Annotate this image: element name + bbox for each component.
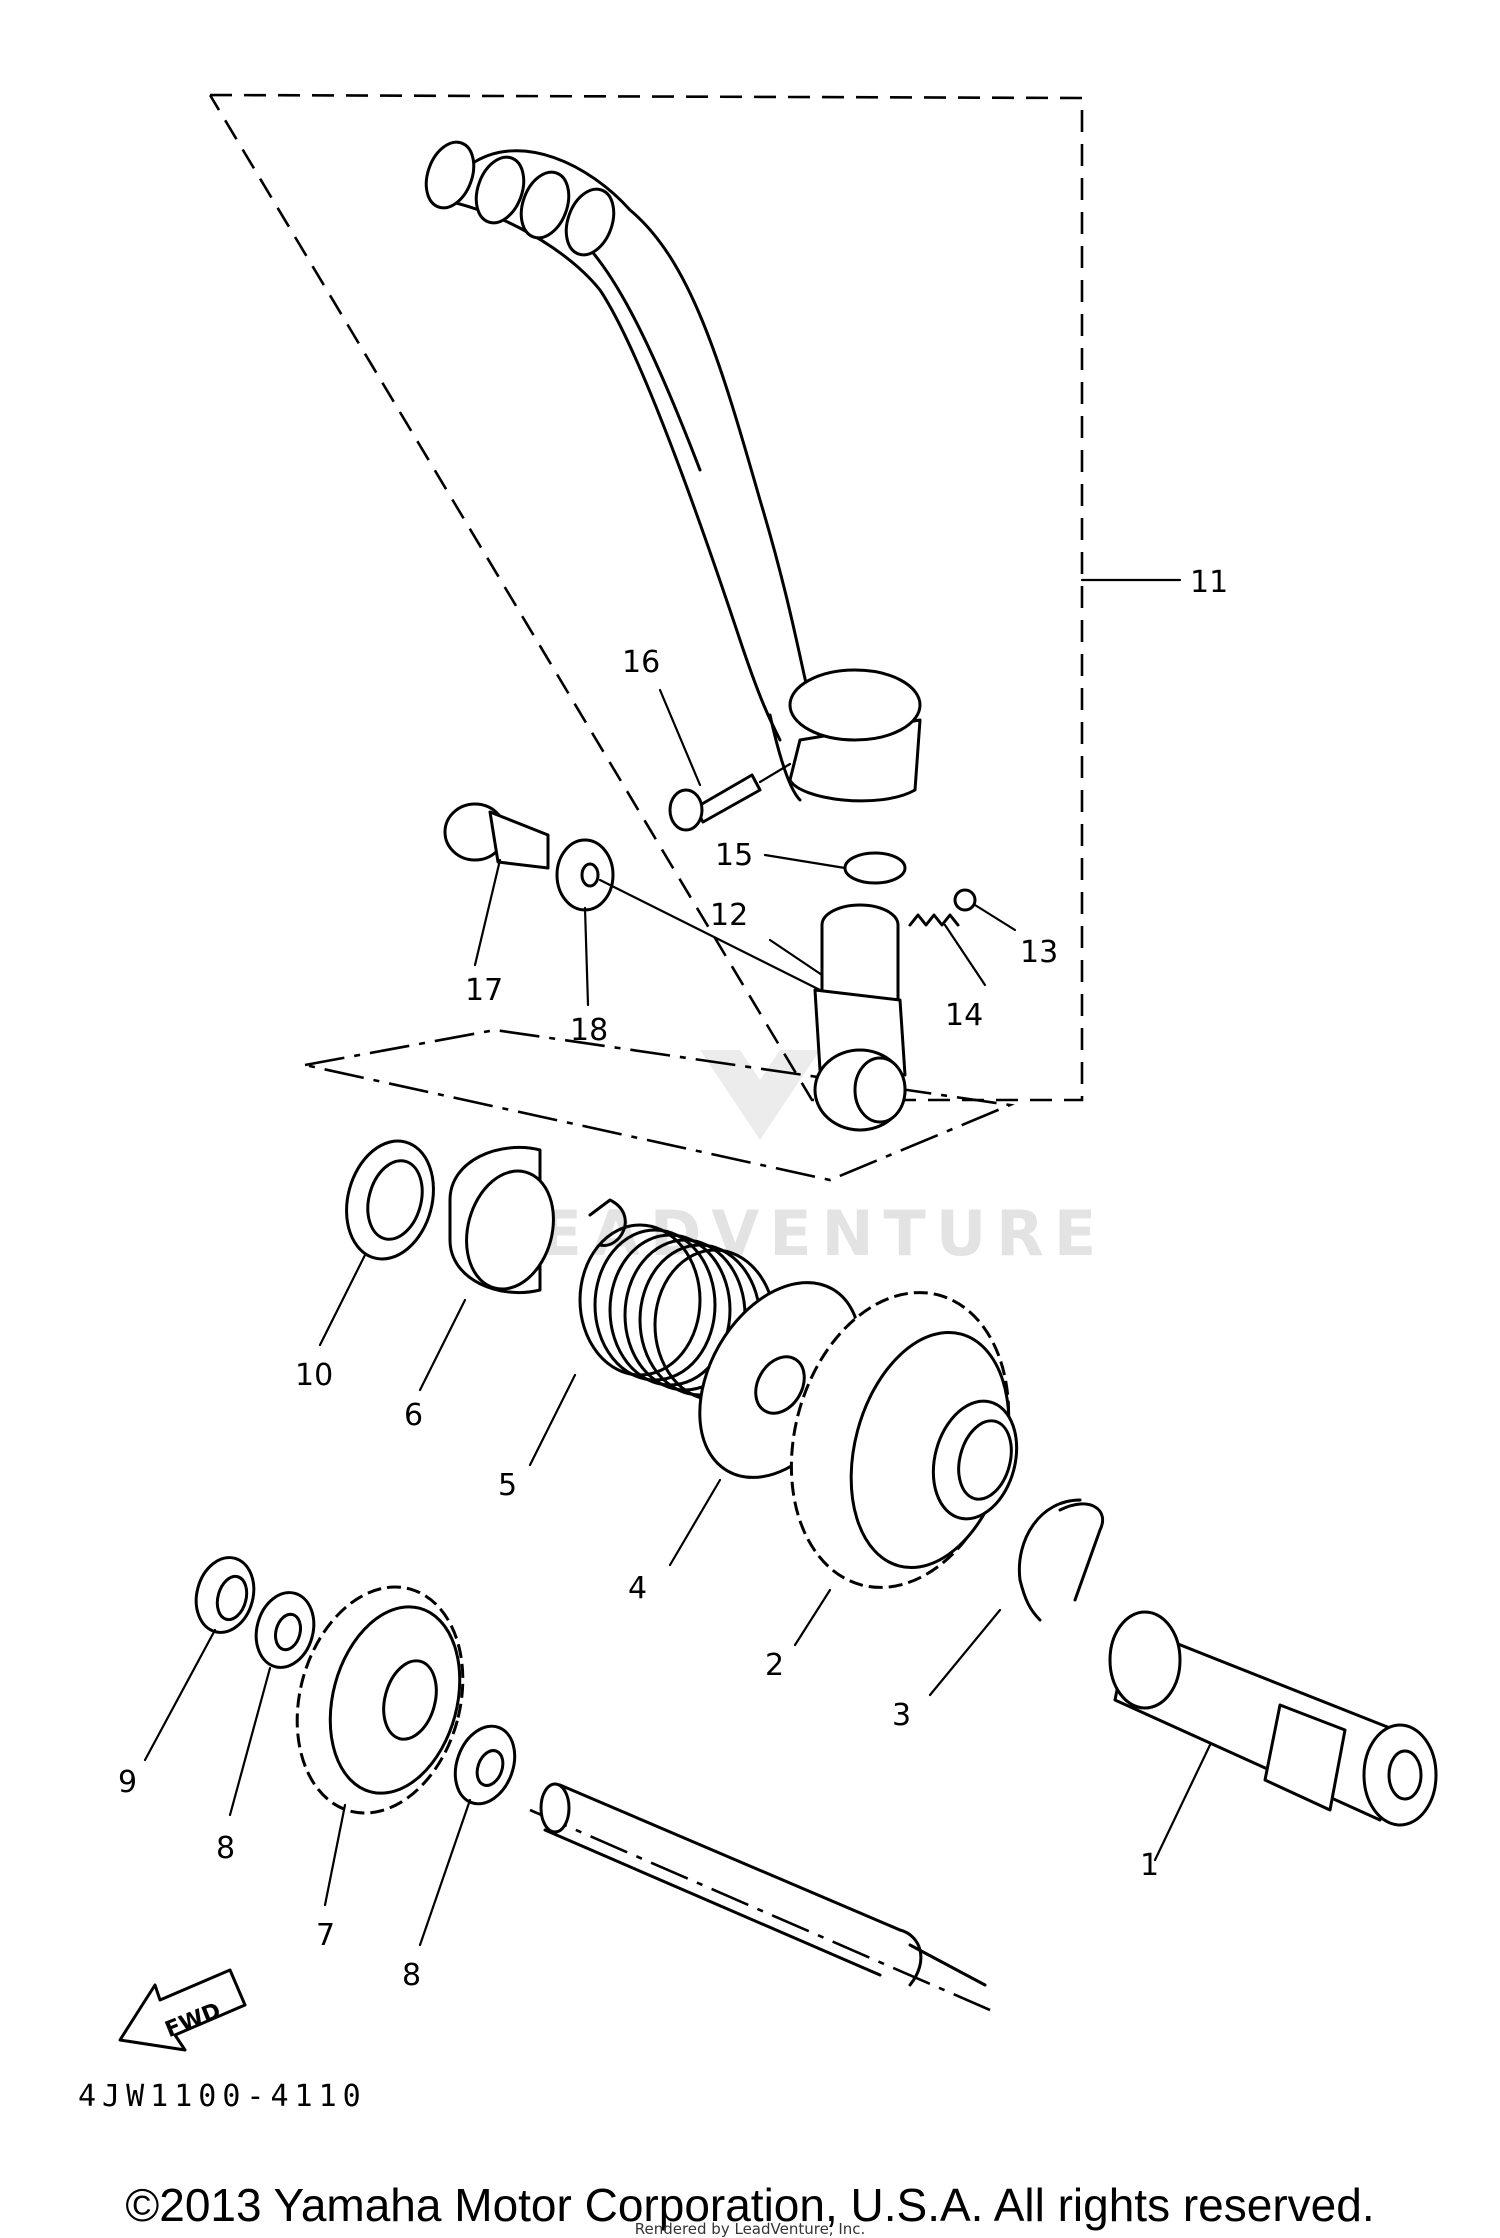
callout-1: 1	[1140, 1848, 1159, 1883]
rendered-by-notice: Rendered by LeadVenture, Inc.	[634, 2220, 866, 2238]
callout-10: 10	[295, 1358, 333, 1393]
callout-13: 13	[1020, 935, 1058, 970]
callout-labels: 1 2 3 4 5 6 7 8 8 9 10 11 12 13 14 15 16…	[118, 565, 1228, 1993]
o-ring-15	[763, 851, 907, 885]
callout-5: 5	[498, 1468, 517, 1503]
kick-gear-2	[789, 1291, 1019, 1647]
watermark: LEADVENTURE	[490, 1050, 1106, 1270]
collar-6	[418, 1145, 555, 1392]
callout-4: 4	[628, 1571, 647, 1606]
callout-3: 3	[892, 1698, 911, 1733]
bolt-16	[658, 688, 792, 832]
copyright-notice: ©2013 Yamaha Motor Corporation, U.S.A. A…	[125, 2179, 1375, 2231]
callout-16: 16	[622, 645, 660, 680]
callout-14: 14	[945, 998, 983, 1033]
oil-seal-10	[318, 1139, 435, 1347]
callout-8-left: 8	[216, 1831, 235, 1866]
gear-7	[295, 1585, 465, 1907]
assembly-11-outline	[208, 93, 1182, 1102]
diagram-code: 4JW1100-4110	[78, 2079, 367, 2114]
callout-17: 17	[465, 973, 503, 1008]
ball-13	[953, 888, 1017, 932]
callout-12: 12	[710, 898, 748, 933]
fwd-arrow-icon: FWD	[118, 1968, 247, 2052]
washer-8-right	[418, 1724, 517, 1947]
watermark-text: LEADVENTURE	[490, 1197, 1106, 1270]
kick-axle-1	[1108, 1610, 1438, 1862]
callout-7: 7	[316, 1918, 335, 1953]
washer-8-left	[228, 1591, 316, 1817]
kick-boss-12	[768, 903, 907, 1132]
group-outline	[304, 1028, 1015, 1182]
washer-18	[555, 838, 822, 1007]
callout-11: 11	[1190, 565, 1228, 600]
main-shaft	[529, 1782, 991, 2012]
callout-18: 18	[570, 1013, 608, 1048]
callout-9: 9	[118, 1765, 137, 1800]
callout-2: 2	[765, 1648, 784, 1683]
circlip-9	[143, 1556, 256, 1762]
clip-3	[928, 1498, 1104, 1697]
callout-15: 15	[715, 838, 753, 873]
callout-6: 6	[404, 1398, 423, 1433]
kick-crank-lever	[424, 140, 922, 803]
flange-bolt-17	[443, 802, 550, 967]
spring-14	[908, 913, 987, 987]
callout-8-right: 8	[402, 1958, 421, 1993]
